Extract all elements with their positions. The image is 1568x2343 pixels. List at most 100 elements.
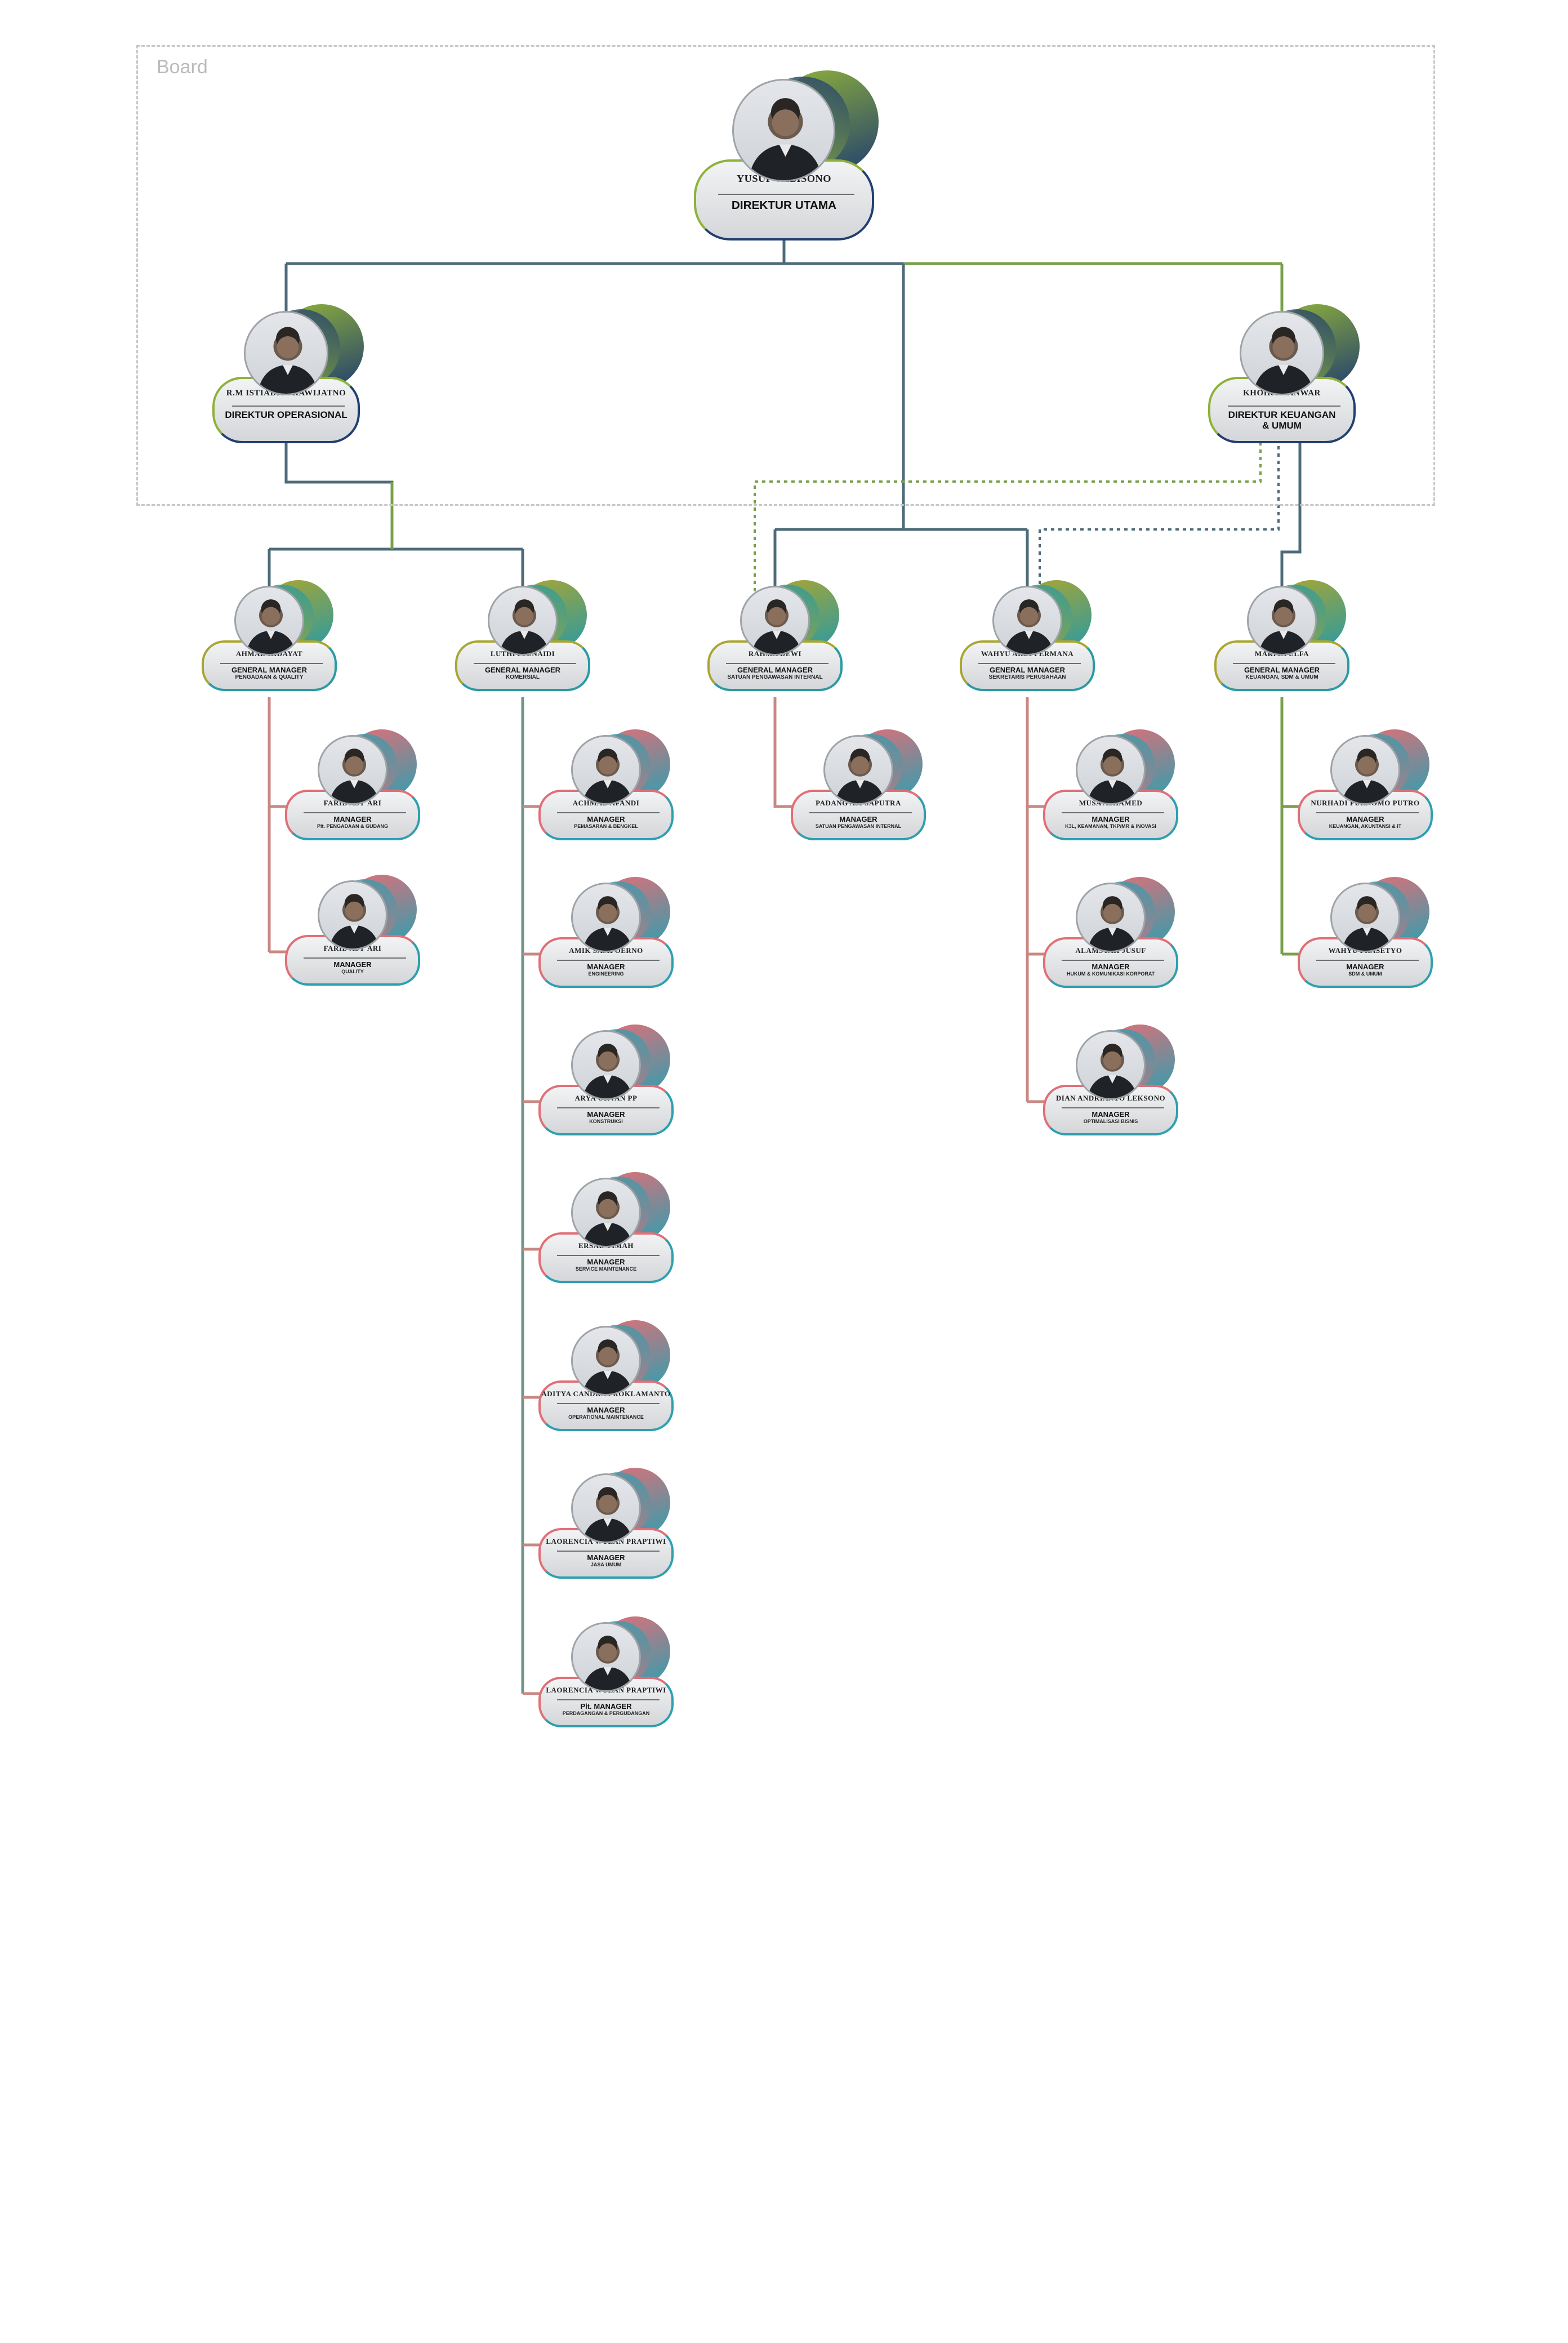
card-divider <box>303 812 407 813</box>
person-silhouette-icon <box>835 749 885 803</box>
person-silhouette-icon <box>583 1339 632 1394</box>
job-title: MANAGER <box>333 815 372 824</box>
card-divider <box>556 1107 660 1108</box>
person-photo <box>571 1473 641 1543</box>
job-title: MANAGER <box>1092 963 1130 972</box>
card-divider <box>303 957 407 959</box>
person-photo <box>992 586 1062 656</box>
person-photo <box>732 79 836 182</box>
card-divider <box>718 194 855 195</box>
person-photo <box>571 1030 641 1100</box>
card-divider <box>556 812 660 813</box>
job-title: DIREKTUR OPERASIONAL <box>225 409 348 421</box>
division-name: Plt. PENGADAAN & GUDANG <box>317 823 388 830</box>
person-silhouette-icon <box>1088 749 1137 803</box>
card-divider <box>556 1402 660 1404</box>
card-divider <box>1061 1107 1165 1108</box>
card-divider <box>556 1699 660 1700</box>
person-photo <box>740 586 810 656</box>
connector-rahma-reports <box>773 697 794 808</box>
person-silhouette-icon <box>1004 599 1054 654</box>
division-name: SERVICE MAINTENANCE <box>575 1266 637 1272</box>
card-divider <box>1061 812 1165 813</box>
card-divider <box>1316 959 1419 961</box>
person-photo <box>244 311 328 395</box>
job-title: MANAGER <box>1092 815 1130 824</box>
job-title-line2: & UMUM <box>1262 420 1302 431</box>
person-silhouette-icon <box>1259 599 1308 654</box>
connector-dirkeu-to-mariya <box>1280 437 1302 591</box>
division-name: JASA UMUM <box>590 1562 622 1568</box>
person-silhouette-icon <box>1253 327 1314 394</box>
person-photo <box>318 880 387 950</box>
person-silhouette-icon <box>583 1636 632 1690</box>
person-silhouette-icon <box>257 327 318 394</box>
job-title: GENERAL MANAGER <box>231 666 308 675</box>
job-title: MANAGER <box>1092 1110 1130 1119</box>
person-silhouette-icon <box>329 894 379 948</box>
person-silhouette-icon <box>1088 896 1137 951</box>
division-name: SDM & UMUM <box>1348 971 1382 977</box>
person-silhouette-icon <box>583 749 632 803</box>
person-silhouette-icon <box>1088 1044 1137 1098</box>
division-name: K3L, KEAMANAN, TKP/MR & INOVASI <box>1065 823 1156 830</box>
person-photo <box>571 883 641 952</box>
person-photo <box>1247 586 1317 656</box>
division-name: SATUAN PENGAWASAN INTERNAL <box>727 674 823 681</box>
card-divider <box>978 662 1081 664</box>
card-divider <box>556 959 660 961</box>
job-title: GENERAL MANAGER <box>1244 666 1320 675</box>
job-title: MANAGER <box>587 1406 625 1415</box>
card-divider <box>473 662 577 664</box>
person-photo <box>488 586 558 656</box>
person-silhouette-icon <box>500 599 549 654</box>
person-silhouette-icon <box>583 1044 632 1098</box>
division-name: SATUAN PENGAWASAN INTERNAL <box>815 823 902 830</box>
job-title: MANAGER <box>587 963 625 972</box>
job-title: MANAGER <box>333 960 372 969</box>
person-photo <box>571 1326 641 1396</box>
division-name: ENGINEERING <box>588 971 624 977</box>
person-silhouette-icon <box>1342 896 1392 951</box>
job-title: GENERAL MANAGER <box>737 666 813 675</box>
board-label: Board <box>157 56 208 78</box>
division-name: PEMASARAN & BENGKEL <box>574 823 638 830</box>
person-silhouette-icon <box>749 98 823 180</box>
person-photo <box>1076 1030 1146 1100</box>
job-title: MANAGER <box>587 1258 625 1267</box>
person-photo <box>234 586 304 656</box>
person-silhouette-icon <box>1342 749 1392 803</box>
card-divider <box>556 1254 660 1256</box>
division-name: KONSTRUKSI <box>589 1119 623 1125</box>
job-title: MANAGER <box>587 1110 625 1119</box>
person-photo <box>1076 735 1146 805</box>
division-name: HUKUM & KOMUNIKASI KORPORAT <box>1066 971 1155 977</box>
job-title: MANAGER <box>1346 815 1384 824</box>
board-frame <box>136 45 1435 506</box>
dotted-line-to-rahma <box>754 437 1262 591</box>
division-name: OPERATIONAL MAINTENANCE <box>568 1414 644 1420</box>
card-divider <box>220 662 323 664</box>
person-photo <box>571 1178 641 1248</box>
person-silhouette-icon <box>329 749 379 803</box>
job-title: GENERAL MANAGER <box>484 666 561 675</box>
card-divider <box>1228 406 1340 407</box>
person-silhouette-icon <box>583 1191 632 1246</box>
